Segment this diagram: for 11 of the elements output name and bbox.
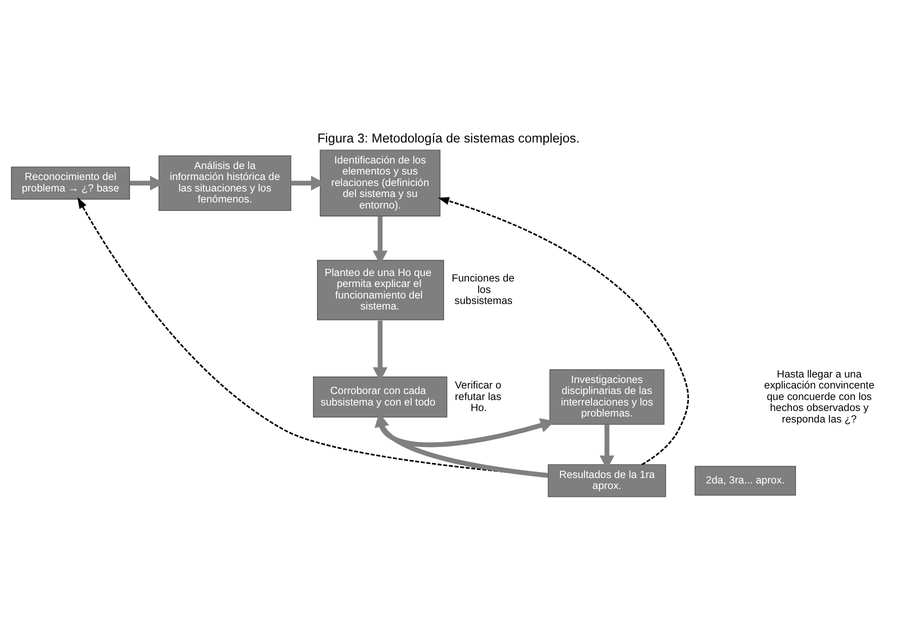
node-box: Reconocimiento del problema → ¿? base [10, 166, 130, 200]
arrow [438, 196, 689, 465]
node-box: Resultados de la 1ra aprox. [548, 464, 666, 497]
node-label: Verificar o refutar las Ho. [454, 380, 502, 414]
node-box: Identificación de los elementos y sus relaciones (definición del sistema y su entorno). [320, 149, 440, 216]
node-box: Análisis de la información histórica de las situaciones y los fenómenos. [158, 154, 292, 210]
label: Hasta llegar a una explicación convincente que concuerde con los hechos observados y responda las ¿? [764, 368, 874, 425]
node-box: Investigaciones disciplinarias de las interrelaciones y los problemas. [549, 368, 664, 424]
node-box: 2da, 3ra... aprox. [694, 465, 796, 496]
node-label: Funciones de los subsistemas [452, 273, 514, 307]
diagram-title: Figura 3: Metodología de sistemas complejos. [317, 130, 580, 146]
